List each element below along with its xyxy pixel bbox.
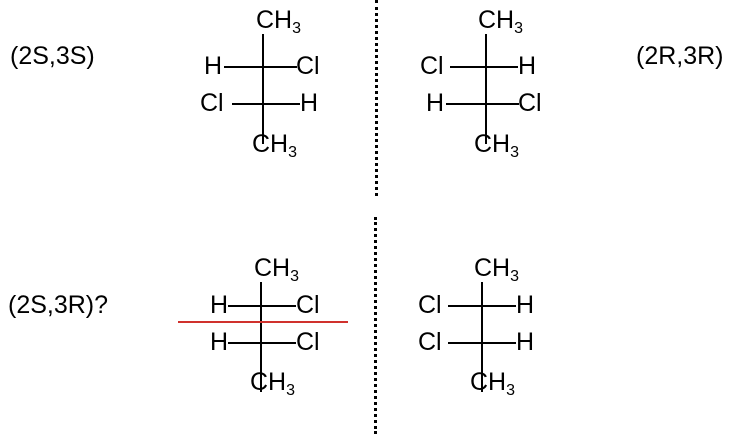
m3-top-methyl: CH3 — [254, 254, 300, 285]
m2-row2-bond — [446, 103, 519, 105]
internal-mirror-plane — [178, 321, 348, 323]
m2-row1-bond — [450, 66, 518, 68]
mirror-plane-bottom — [374, 217, 377, 434]
m1-top-methyl: CH3 — [256, 6, 302, 37]
m2-row1-left: Cl — [420, 52, 444, 80]
m1-bottom-methyl: CH3 — [252, 130, 298, 161]
m1-row2-bond — [232, 103, 300, 105]
m1-vertical-bond — [262, 34, 264, 144]
m1-row2-right: H — [300, 89, 319, 117]
m3-row1-right: Cl — [296, 291, 320, 319]
m3-row2-right: Cl — [296, 328, 320, 356]
m4-row1-right: H — [516, 291, 535, 319]
m4-row1-left: Cl — [418, 291, 442, 319]
m3-row1-left: H — [210, 291, 229, 319]
m4-row2-right: H — [516, 328, 535, 356]
m1-row2-left: Cl — [200, 89, 224, 117]
m4-row1-bond — [448, 305, 516, 307]
m3-row2-left: H — [210, 328, 229, 356]
m2-top-methyl: CH3 — [478, 6, 524, 37]
m2-row2-left: H — [426, 89, 445, 117]
m4-row2-left: Cl — [418, 328, 442, 356]
m3-vertical-bond — [260, 282, 262, 392]
m1-row1-left: H — [204, 52, 223, 80]
m3-row1-bond — [228, 305, 296, 307]
m4-top-methyl: CH3 — [474, 254, 520, 285]
m2-bottom-methyl: CH3 — [474, 130, 520, 161]
m4-bottom-methyl: CH3 — [470, 368, 516, 399]
m3-row2-bond — [228, 342, 296, 344]
m3-bottom-methyl: CH3 — [250, 368, 296, 399]
label-2r-3r: (2R,3R) — [636, 42, 724, 70]
mirror-plane-top — [375, 0, 378, 196]
m1-row1-bond — [224, 66, 297, 68]
m1-row1-right: Cl — [296, 52, 320, 80]
m4-vertical-bond — [481, 282, 483, 392]
m2-row1-right: H — [518, 52, 537, 80]
label-2s-3r-question: (2S,3R)? — [8, 291, 109, 319]
m4-row2-bond — [448, 342, 516, 344]
label-2s-3s: (2S,3S) — [10, 42, 95, 70]
m2-vertical-bond — [485, 34, 487, 144]
m2-row2-right: Cl — [518, 89, 542, 117]
